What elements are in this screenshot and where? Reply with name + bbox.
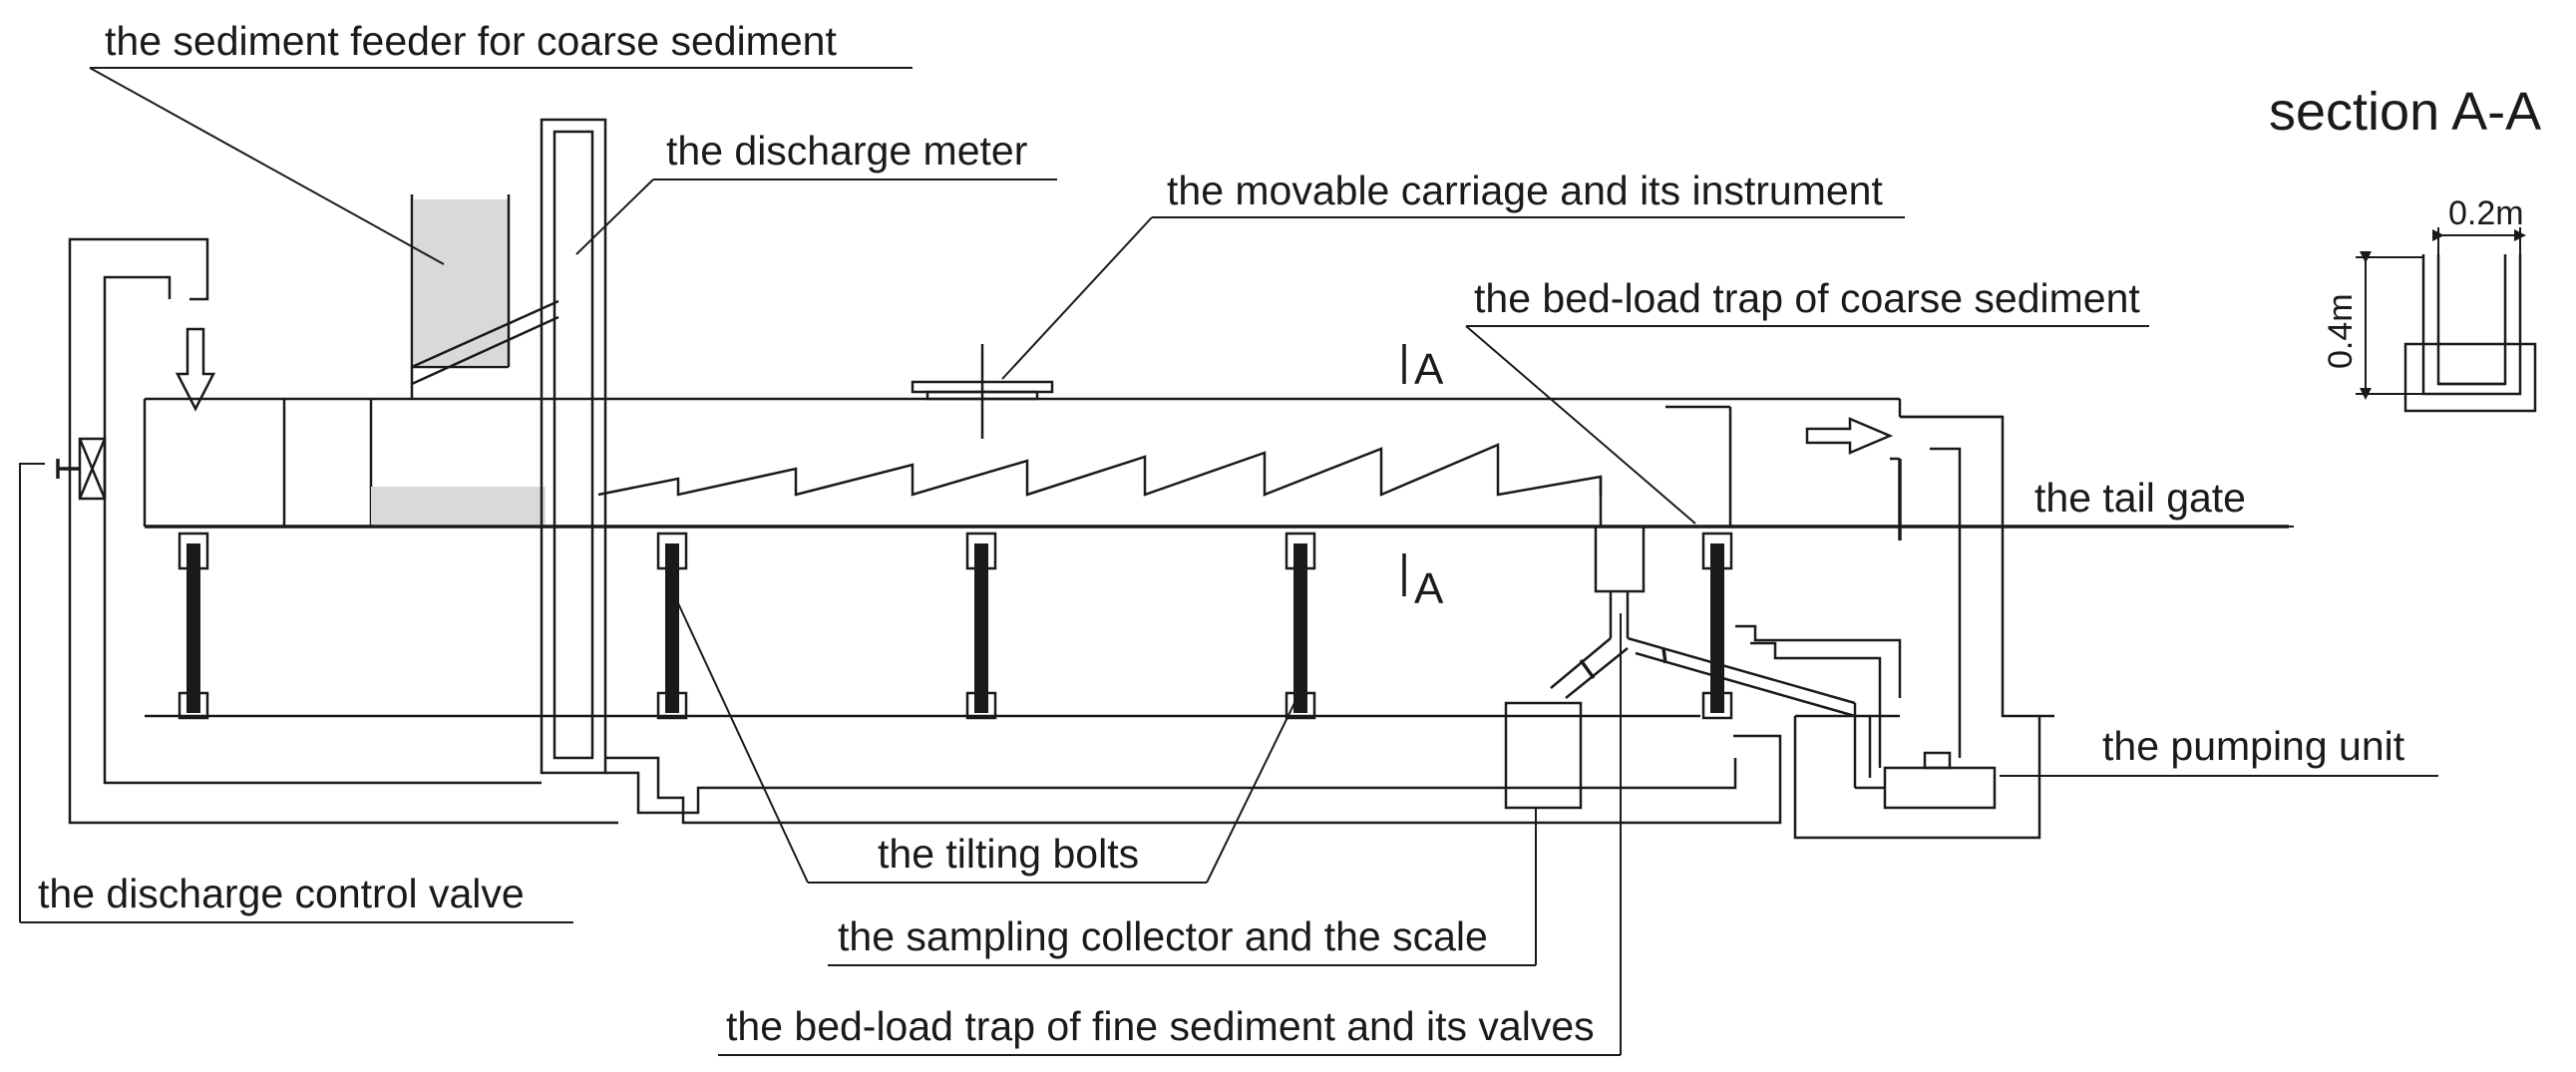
pumping-unit <box>1735 624 2041 840</box>
label-tilting-bolts: the tilting bolts <box>878 831 1139 877</box>
movable-carriage <box>911 344 1054 439</box>
label-coarse-trap: the bed-load trap of coarse sediment <box>1474 275 2140 321</box>
support-column-5 <box>1701 532 1733 720</box>
section-marker-top: A <box>1402 344 1444 394</box>
section-marker-bottom: A <box>1402 553 1444 613</box>
outflow-arrow-icon <box>1805 417 1894 455</box>
label-sediment-feeder: the sediment feeder for coarse sediment <box>105 18 837 64</box>
label-discharge-meter: the discharge meter <box>666 128 1027 174</box>
width-dimension: 0.2m <box>2448 194 2524 232</box>
return-pipes <box>56 237 2054 825</box>
label-pumping-unit: the pumping unit <box>2102 723 2405 769</box>
sediment-feeder-hopper <box>410 194 559 399</box>
svg-text:A: A <box>1414 564 1444 613</box>
support-columns <box>178 532 1733 720</box>
discharge-meter-tube <box>540 118 607 775</box>
label-carriage: the movable carriage and its instrument <box>1167 168 1883 213</box>
label-sampling-collector: the sampling collector and the scale <box>838 913 1488 959</box>
support-column-3 <box>965 532 997 720</box>
section-title: section A-A <box>2269 82 2541 142</box>
labels: the sediment feeder for coarse sediment … <box>19 18 2438 1056</box>
support-column-1 <box>178 532 209 720</box>
fine-trap <box>1550 525 1856 718</box>
label-control-valve: the discharge control valve <box>38 871 525 916</box>
coarse-trap <box>1665 405 1732 527</box>
sampling-collector <box>1504 701 1583 810</box>
support-column-2 <box>656 532 688 720</box>
inflow-arrow-icon <box>175 327 216 412</box>
support-column-4 <box>1285 532 1316 720</box>
inlet-water <box>371 487 546 525</box>
section-aa-drawing: section A-A 0.2m 0.4m <box>2269 82 2541 413</box>
sawtooth-bed <box>597 443 1603 497</box>
label-fine-trap: the bed-load trap of fine sediment and i… <box>726 1003 1595 1049</box>
height-dimension: 0.4m <box>2322 293 2360 369</box>
svg-text:A: A <box>1414 345 1444 394</box>
label-tail-gate: the tail gate <box>2034 475 2246 521</box>
